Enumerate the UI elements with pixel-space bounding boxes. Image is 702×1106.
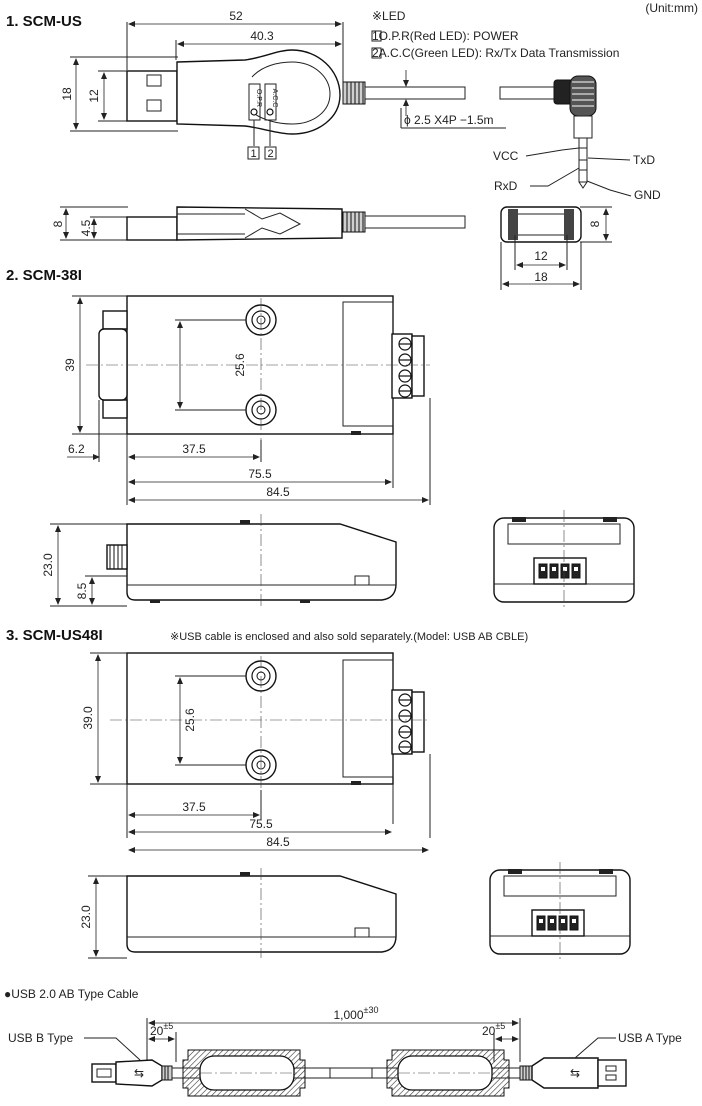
led-opr-icon xyxy=(250,108,258,116)
led-acc-icon xyxy=(266,108,274,116)
dim-inner-height-12: 12 xyxy=(87,89,101,103)
ferrite-a-dist: 20±5 xyxy=(482,1021,505,1038)
usb-b-type-label: USB B Type xyxy=(8,1031,73,1045)
led-opr-label: O.P.R xyxy=(255,89,262,107)
usb-b-symbol: ⇆ xyxy=(134,1066,144,1080)
dim-38i-center-37-5: 37.5 xyxy=(182,442,206,456)
dim-38i-height-39: 39 xyxy=(63,358,77,372)
led-line-2: 2A.C.C(Green LED): Rx/Tx Data Transmissi… xyxy=(372,46,619,60)
dim-38i-total-84-5: 84.5 xyxy=(266,485,290,499)
dim-side-8: 8 xyxy=(51,220,65,227)
dim-38i-side-23: 23.0 xyxy=(41,553,55,577)
dim-body-40-3: 40.3 xyxy=(250,29,274,43)
pin-vcc: VCC xyxy=(493,149,519,163)
dim-end-8: 8 xyxy=(588,220,602,227)
dim-38i-offset-6-2: 6.2 xyxy=(68,442,85,456)
dim-height-18: 18 xyxy=(60,87,74,101)
dim-us48i-center-37-5: 37.5 xyxy=(182,800,206,814)
section-scm-us48i: 3. SCM-US48I ※USB cable is enclosed and … xyxy=(6,627,631,962)
unit-note: (Unit:mm) xyxy=(645,1,698,15)
us48i-note: ※USB cable is enclosed and also sold sep… xyxy=(170,631,528,643)
led-line-1: 1O.P.R(Red LED): POWER xyxy=(372,29,519,43)
dim-38i-mid-75-5: 75.5 xyxy=(248,467,272,481)
section-title-scm-us: 1. SCM-US xyxy=(6,13,82,30)
pin-rxd: RxD xyxy=(494,179,518,193)
pin-txd: TxD xyxy=(633,153,655,167)
dim-us48i-total-84-5: 84.5 xyxy=(266,835,290,849)
ferrite-b-dist: 20±5 xyxy=(150,1021,173,1038)
section-usb-cable: ●USB 2.0 AB Type Cable 1,000±30 20±5 20±… xyxy=(4,987,682,1097)
dim-side-4-5: 4.5 xyxy=(79,219,93,236)
led-marker-1: 1 xyxy=(250,148,256,160)
usb-a-type-label: USB A Type xyxy=(618,1031,682,1045)
dim-length-52: 52 xyxy=(229,9,243,23)
dim-38i-side-8-5: 8.5 xyxy=(75,582,89,599)
section-title-scm-38i: 2. SCM-38I xyxy=(6,267,82,284)
usb-cable-title: ●USB 2.0 AB Type Cable xyxy=(4,987,139,1001)
led-acc-label: A.C.C xyxy=(271,89,278,108)
led-title: ※LED xyxy=(372,9,406,23)
section-scm-38i: 2. SCM-38I 39 25.6 xyxy=(6,267,635,610)
section-scm-us: 1. SCM-US 52 40.3 18 12 O.P.R A.C.C xyxy=(6,9,661,290)
dim-us48i-mid-75-5: 75.5 xyxy=(249,817,273,831)
dim-us48i-mount-25-6: 25.6 xyxy=(183,708,197,732)
section-title-scm-us48i: 3. SCM-US48I xyxy=(6,627,103,644)
dim-38i-mount-25-6: 25.6 xyxy=(233,353,247,377)
dim-us48i-side-23: 23.0 xyxy=(79,905,93,929)
dim-end-18: 18 xyxy=(534,270,548,284)
usb-a-symbol: ⇆ xyxy=(570,1066,580,1080)
pin-gnd: GND xyxy=(634,188,661,202)
cable-spec: ϕ 2.5 X4P −1.5m xyxy=(404,113,494,127)
led-marker-2: 2 xyxy=(267,148,273,160)
cable-length: 1,000±30 xyxy=(334,1005,379,1022)
dim-us48i-height-39: 39.0 xyxy=(81,706,95,730)
dim-end-12: 12 xyxy=(534,249,548,263)
